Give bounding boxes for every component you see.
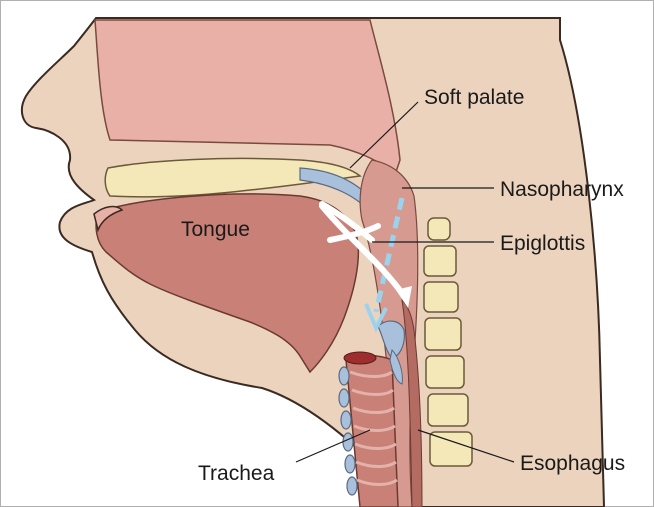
label-tongue: Tongue xyxy=(181,218,250,241)
trachea-opening xyxy=(344,352,376,364)
label-soft-palate: Soft palate xyxy=(424,86,524,109)
label-trachea: Trachea xyxy=(198,462,275,485)
label-esophagus: Esophagus xyxy=(520,452,625,475)
label-epiglottis: Epiglottis xyxy=(500,232,585,255)
label-nasopharynx: Nasopharynx xyxy=(500,178,624,201)
